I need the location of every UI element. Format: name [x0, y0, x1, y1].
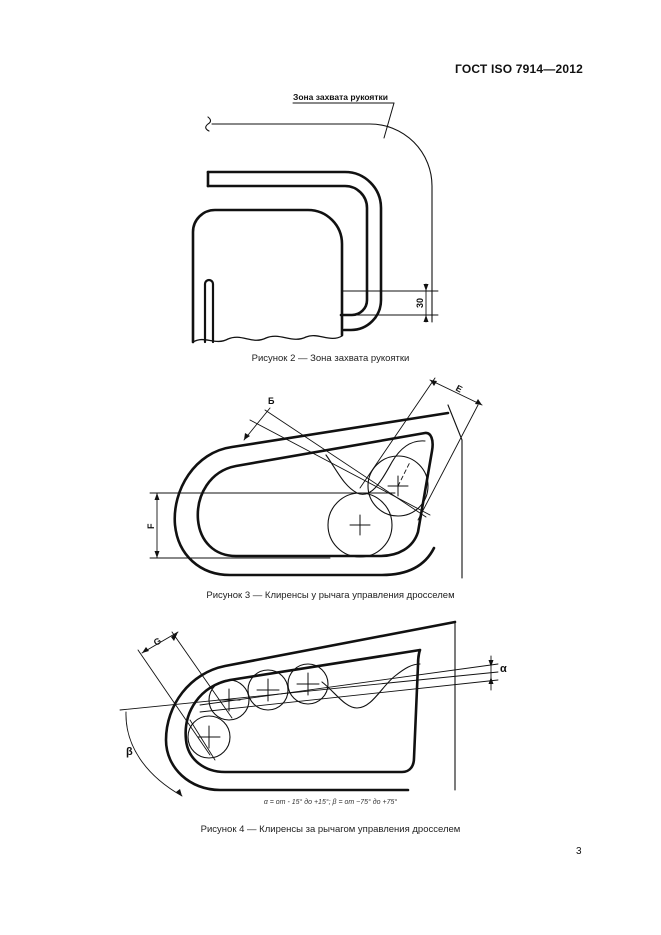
figure-2-drawing: Зона захвата рукоятки 30	[191, 92, 439, 344]
document-header: ГОСТ ISO 7914—2012	[454, 62, 583, 76]
beta-line	[189, 719, 216, 761]
center-dash	[397, 461, 411, 487]
lever-wave	[321, 663, 421, 709]
guide-line-3	[359, 377, 436, 489]
dim-f-label: F	[146, 523, 156, 529]
beta-label: β	[126, 746, 133, 758]
finger-circle-4	[187, 715, 231, 759]
figure-3-drawing: Б E F	[146, 377, 483, 579]
dim-b-label: Б	[268, 396, 275, 406]
lever-inner	[184, 648, 422, 774]
figure-3-caption: Рисунок 3 — Клиренсы у рычага управления…	[206, 590, 455, 601]
handle-outer	[206, 170, 383, 332]
dim-g-label: G	[152, 635, 163, 647]
guide-line-1	[249, 419, 431, 516]
housing-edge	[447, 404, 463, 579]
figure-4-caption: Рисунок 4 — Клиренсы за рычагом управлен…	[200, 824, 461, 835]
figure-4-drawing: G α β	[119, 620, 507, 797]
alpha-line-mid	[119, 671, 499, 711]
dim-e-label: E	[454, 383, 464, 395]
finger-circle-2	[367, 455, 429, 517]
figure-4-formula: α = от - 15° до +15°; β = от −75° до +75…	[263, 799, 398, 806]
grip-zone-line	[211, 123, 433, 323]
callout-leader	[383, 102, 395, 139]
dim-e-line	[429, 379, 483, 406]
lever-outer	[173, 411, 450, 577]
housing-outline	[191, 208, 344, 344]
lever-tip-curve	[325, 440, 426, 495]
grip-zone-callout: Зона захвата рукоятки	[293, 92, 388, 102]
g-ext-1	[137, 649, 211, 756]
guide-line-2	[264, 409, 427, 518]
finger-circle-2	[247, 669, 289, 711]
g-ext-2	[171, 631, 233, 719]
alpha-label: α	[500, 663, 507, 675]
alpha-line-upper	[199, 663, 499, 706]
guide-line-4	[417, 404, 479, 521]
dim-b-line	[243, 407, 271, 441]
handle-inner	[206, 184, 369, 317]
lever-outer	[164, 620, 457, 792]
lever-inner	[196, 431, 434, 558]
housing-slot	[203, 278, 215, 344]
break-mark	[205, 116, 212, 132]
g-dim-line	[141, 631, 179, 654]
housing-break-line	[192, 335, 343, 343]
finger-circle-3	[287, 663, 329, 705]
figure-2-caption: Рисунок 2 — Зона захвата рукоятки	[251, 353, 410, 364]
page-number: 3	[576, 846, 582, 857]
beta-arc	[125, 711, 183, 797]
finger-circle-1	[208, 679, 250, 721]
dim-30-label: 30	[415, 298, 425, 308]
alpha-line-lower	[199, 679, 499, 713]
